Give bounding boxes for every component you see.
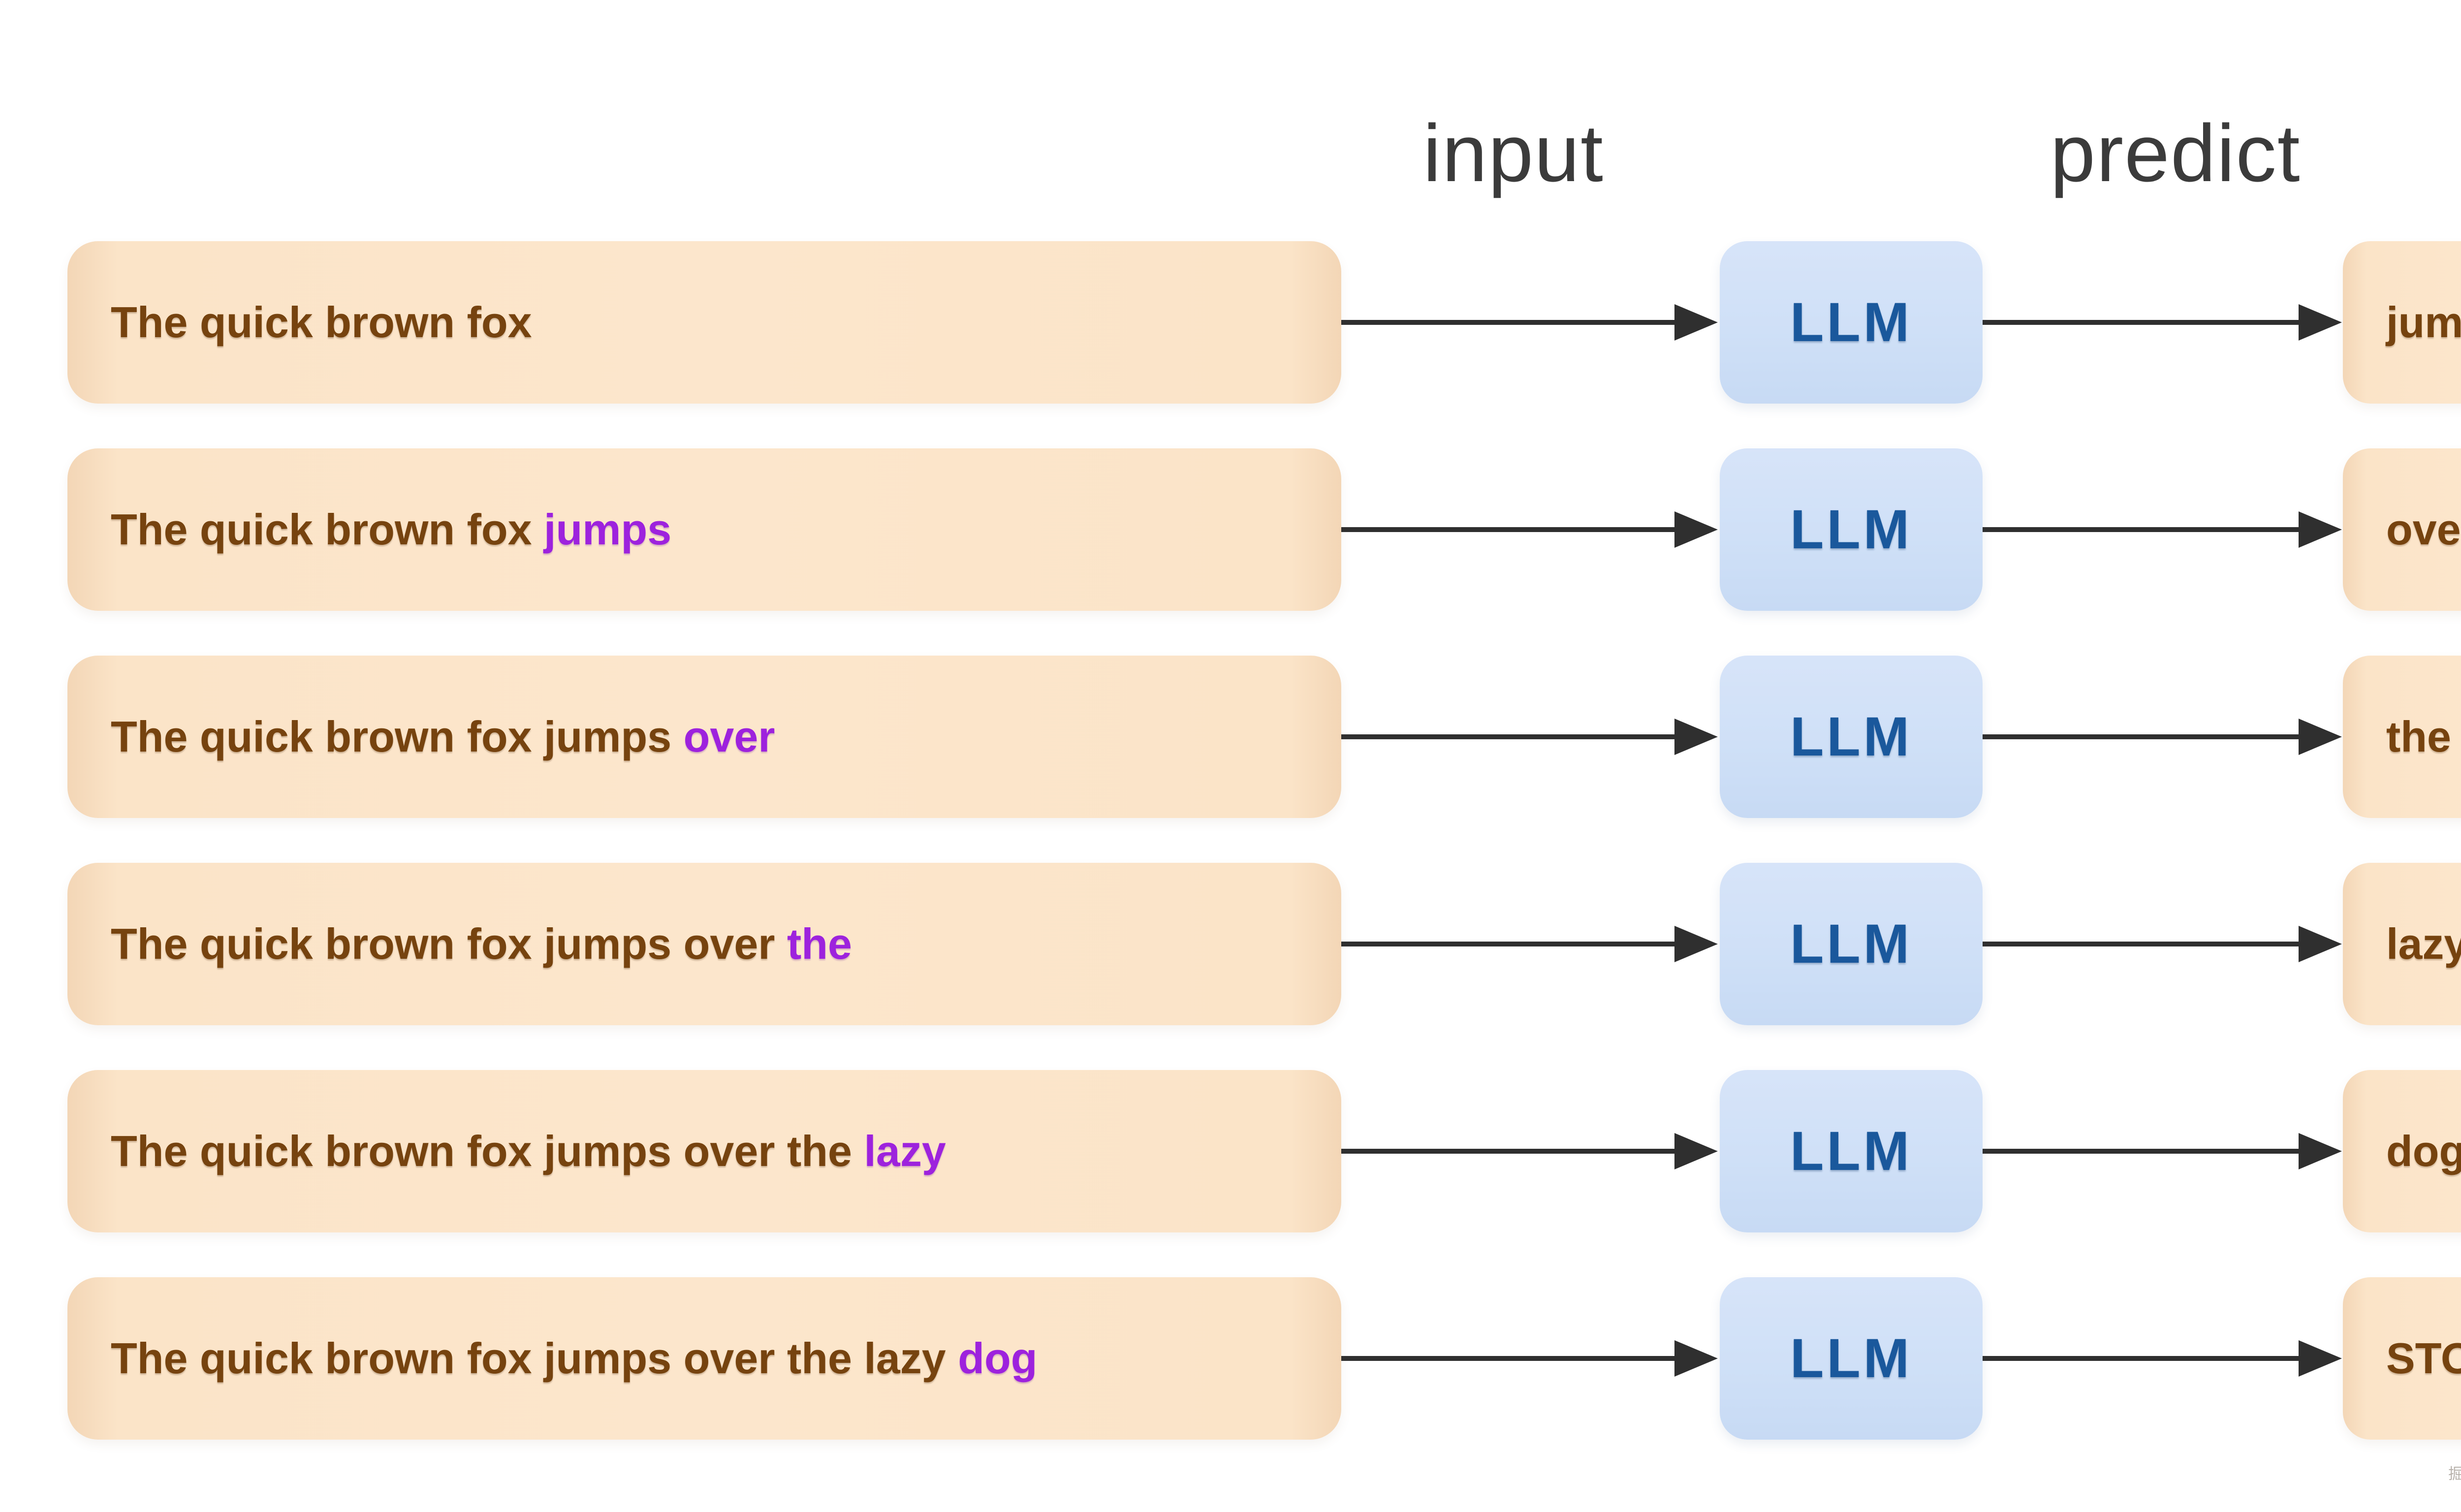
input-box: The quick brown fox jumps over the lazy … [67,1277,1341,1440]
predict-word: dog [2386,1127,2461,1175]
llm-box: LLM [1720,1070,1983,1232]
llm-label: LLM [1790,913,1913,975]
row: The quick brown fox jumps over the LLM l… [0,863,2461,1025]
row: The quick brown fox jumps over the lazy … [0,1277,2461,1440]
predict-box: over [2343,448,2461,611]
input-highlight: lazy [864,1127,946,1175]
input-highlight: over [683,712,775,761]
arrow-llm-to-predict [1983,1133,2342,1169]
arrow-llm-to-predict [1983,511,2342,548]
predict-box: lazy [2343,863,2461,1025]
input-box: The quick brown fox jumps over the [67,863,1341,1025]
row: The quick brown fox jumps over the lazy … [0,1070,2461,1232]
llm-label: LLM [1790,1327,1913,1389]
arrow-input-to-llm [1341,1340,1718,1377]
llm-label: LLM [1790,706,1913,767]
input-text: The quick brown fox [111,301,532,344]
arrow-llm-to-predict [1983,719,2342,755]
llm-label: LLM [1790,1120,1913,1182]
input-highlight: the [787,919,852,968]
llm-label: LLM [1790,499,1913,560]
predict-word: jumps [2386,298,2461,346]
input-text: The quick brown fox jumps over the lazy [111,1130,946,1173]
predict-word: STOP$ [2386,1334,2461,1383]
llm-label: LLM [1790,291,1913,353]
arrow-input-to-llm [1341,1133,1718,1169]
input-prefix: The quick brown fox jumps over the [111,1127,864,1175]
input-prefix: The quick brown fox jumps over the lazy [111,1334,958,1383]
input-highlight: jumps [544,505,672,554]
predict-box: STOP$ [2343,1277,2461,1440]
input-text: The quick brown fox jumps over [111,715,775,758]
input-prefix: The quick brown fox jumps over [111,919,787,968]
arrow-input-to-llm [1341,926,1718,962]
input-column-header: input [1423,108,1604,198]
predict-word: the [2386,712,2451,761]
input-prefix: The quick brown fox [111,298,532,346]
llm-box: LLM [1720,863,1983,1025]
llm-box: LLM [1720,656,1983,818]
llm-box: LLM [1720,241,1983,404]
input-box: The quick brown fox jumps over the lazy [67,1070,1341,1232]
arrow-input-to-llm [1341,719,1718,755]
llm-box: LLM [1720,1277,1983,1440]
predict-column-header: predict [2050,108,2301,198]
input-text: The quick brown fox jumps over the [111,922,852,966]
input-box: The quick brown fox jumps over [67,656,1341,818]
predict-box: jumps [2343,241,2461,404]
predict-box: dog [2343,1070,2461,1232]
input-box: The quick brown fox jumps [67,448,1341,611]
predict-word: lazy [2386,919,2461,968]
arrow-llm-to-predict [1983,1340,2342,1377]
arrow-input-to-llm [1341,511,1718,548]
input-highlight: dog [958,1334,1038,1383]
arrow-input-to-llm [1341,304,1718,341]
row: The quick brown fox jumps over LLM the [0,656,2461,818]
row: The quick brown fox jumps LLM over [0,448,2461,611]
arrow-llm-to-predict [1983,304,2342,341]
arrow-llm-to-predict [1983,926,2342,962]
llm-box: LLM [1720,448,1983,611]
input-prefix: The quick brown fox [111,505,544,554]
input-text: The quick brown fox jumps over the lazy … [111,1337,1037,1380]
predict-box: the [2343,656,2461,818]
predict-word: over [2386,505,2461,554]
input-box: The quick brown fox [67,241,1341,404]
input-prefix: The quick brown fox jumps [111,712,684,761]
watermark-text: 掘金技术社区 @ 大模型教程 [2448,1465,2461,1482]
row: The quick brown fox LLM jumps [0,241,2461,404]
input-text: The quick brown fox jumps [111,508,671,551]
